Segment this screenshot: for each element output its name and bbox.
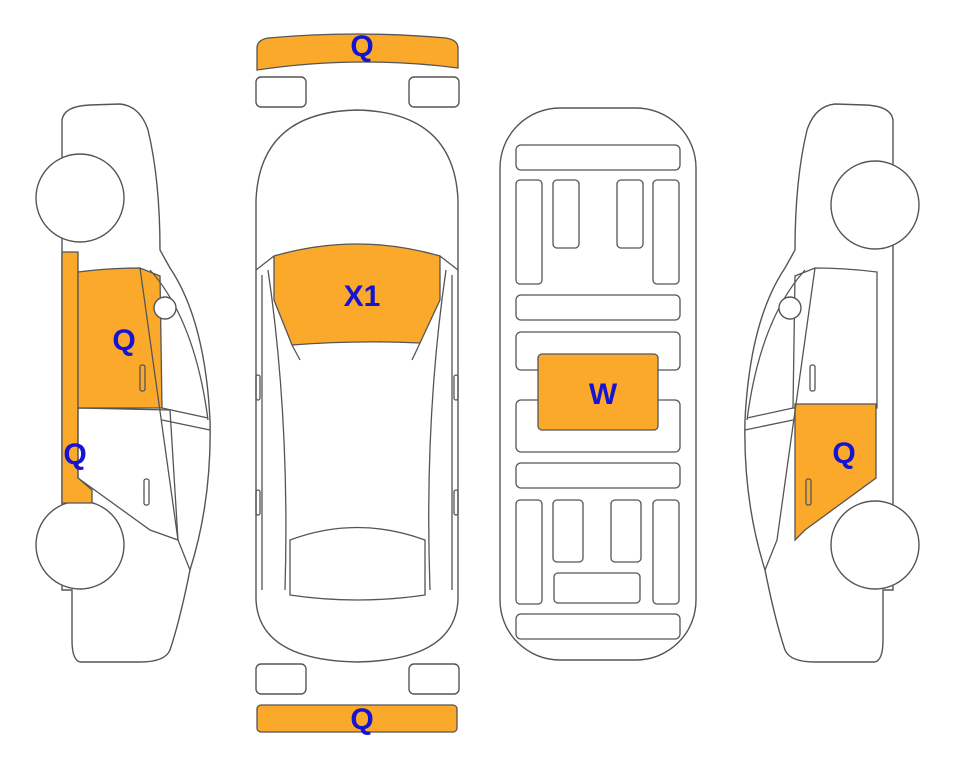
front-wheel [35,153,125,243]
right-rear-door[interactable] [794,403,877,542]
rear-bumper-label: Q [350,703,373,736]
underbody-panel[interactable] [537,353,659,431]
rear-bumper[interactable] [256,704,458,733]
left-side-view [35,103,211,663]
rear-wheel [35,500,125,590]
front-bumper-label: Q [350,30,373,63]
right-rear-door-label: Q [832,437,855,470]
left-rocker-panel[interactable] [61,251,93,504]
top-view [255,33,460,733]
right-side-view [744,103,920,663]
left-front-door[interactable] [77,267,163,409]
windshield-label: X1 [344,280,381,313]
top-body-outline [255,109,459,663]
left-rocker-label: Q [63,438,86,471]
underbody-label: W [589,378,618,411]
underbody-view [499,107,697,661]
front-bumper[interactable] [256,33,459,71]
left-front-door-label: Q [112,324,135,357]
windshield[interactable] [273,243,441,346]
